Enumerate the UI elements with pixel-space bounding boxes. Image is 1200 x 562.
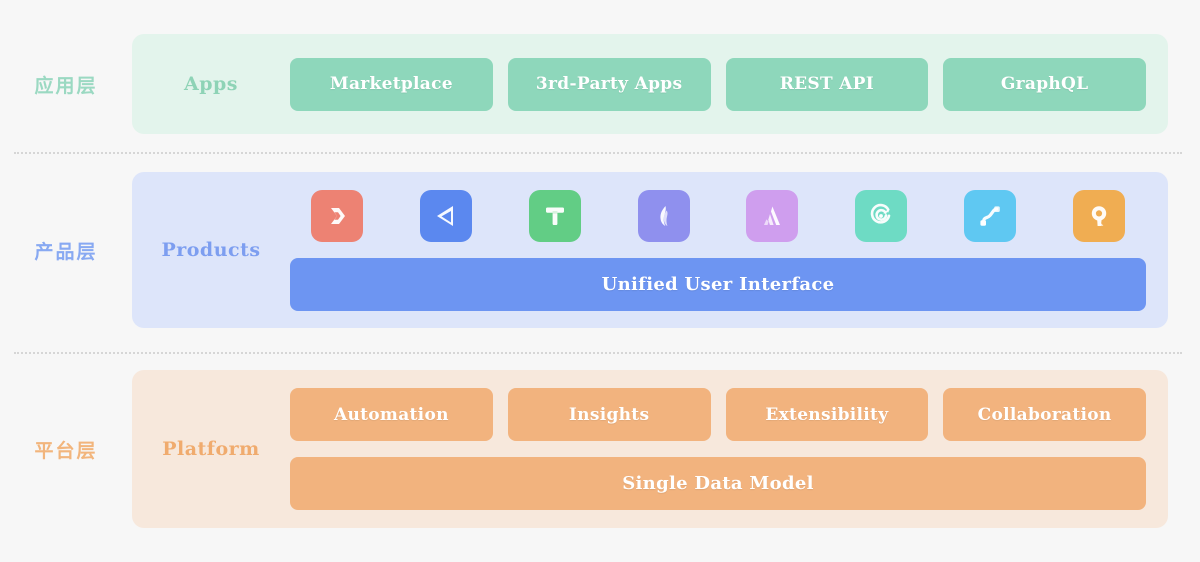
layer-apps-cn-label: 应用层 [34,74,98,97]
layer-products: 产品层 Products [0,172,1200,328]
product-icon-cell-6[interactable] [834,189,928,242]
layer-apps-title: Apps [183,73,238,95]
magnifier-q-icon[interactable] [1073,189,1126,242]
layer-platform-cn-label: 平台层 [34,439,98,462]
product-icon-cell-8[interactable] [1052,189,1146,242]
layer-products-body: Unified User Interface [290,189,1168,311]
platform-chip-row: Automation Insights Extensibility Collab… [290,388,1146,441]
feather-icon[interactable] [637,189,690,242]
product-icon-cell-4[interactable] [617,189,711,242]
single-data-model-bar[interactable]: Single Data Model [290,457,1146,510]
chip-rest-api[interactable]: REST API [725,57,929,111]
layer-products-panel: Products [132,172,1168,328]
play-left-icon[interactable] [419,189,472,242]
product-icon-cell-3[interactable] [508,189,602,242]
layer-platform-panel: Platform Automation Insights Extensibili… [132,370,1168,528]
layer-products-cn-label: 产品层 [34,240,98,263]
unified-user-interface-bar[interactable]: Unified User Interface [290,257,1146,311]
product-icon-cell-1[interactable] [290,189,384,242]
chevron-d-icon[interactable] [310,189,363,242]
letter-a-icon[interactable] [746,189,799,242]
product-icon-row [290,189,1146,242]
chip-graphql[interactable]: GraphQL [943,57,1146,111]
layer-divider-products-platform [14,352,1182,354]
product-icon-cell-5[interactable] [726,189,820,242]
layer-apps: 应用层 Apps Marketplace 3rd-Party Apps REST… [0,34,1200,134]
layer-apps-panel: Apps Marketplace 3rd-Party Apps REST API… [132,34,1168,134]
layer-apps-body: Marketplace 3rd-Party Apps REST API Grap… [290,57,1168,111]
chip-marketplace[interactable]: Marketplace [290,57,493,111]
layer-divider-apps-products [14,152,1182,154]
chip-extensibility[interactable]: Extensibility [725,388,929,441]
apps-chip-row: Marketplace 3rd-Party Apps REST API Grap… [290,57,1146,111]
target-dart-icon[interactable] [855,189,908,242]
layer-platform-body: Automation Insights Extensibility Collab… [290,388,1168,510]
product-icon-cell-7[interactable] [943,189,1037,242]
layer-products-title: Products [161,239,261,261]
layer-platform-title: Platform [162,438,260,460]
chip-collaboration[interactable]: Collaboration [943,388,1146,441]
product-icon-cell-2[interactable] [399,189,493,242]
node-curve-icon[interactable] [964,189,1017,242]
chip-insights[interactable]: Insights [507,388,711,441]
chip-3rd-party-apps[interactable]: 3rd-Party Apps [507,57,711,111]
layer-platform: 平台层 Platform Automation Insights Extensi… [0,370,1200,528]
letter-t-icon[interactable] [528,189,581,242]
chip-automation[interactable]: Automation [290,388,493,441]
